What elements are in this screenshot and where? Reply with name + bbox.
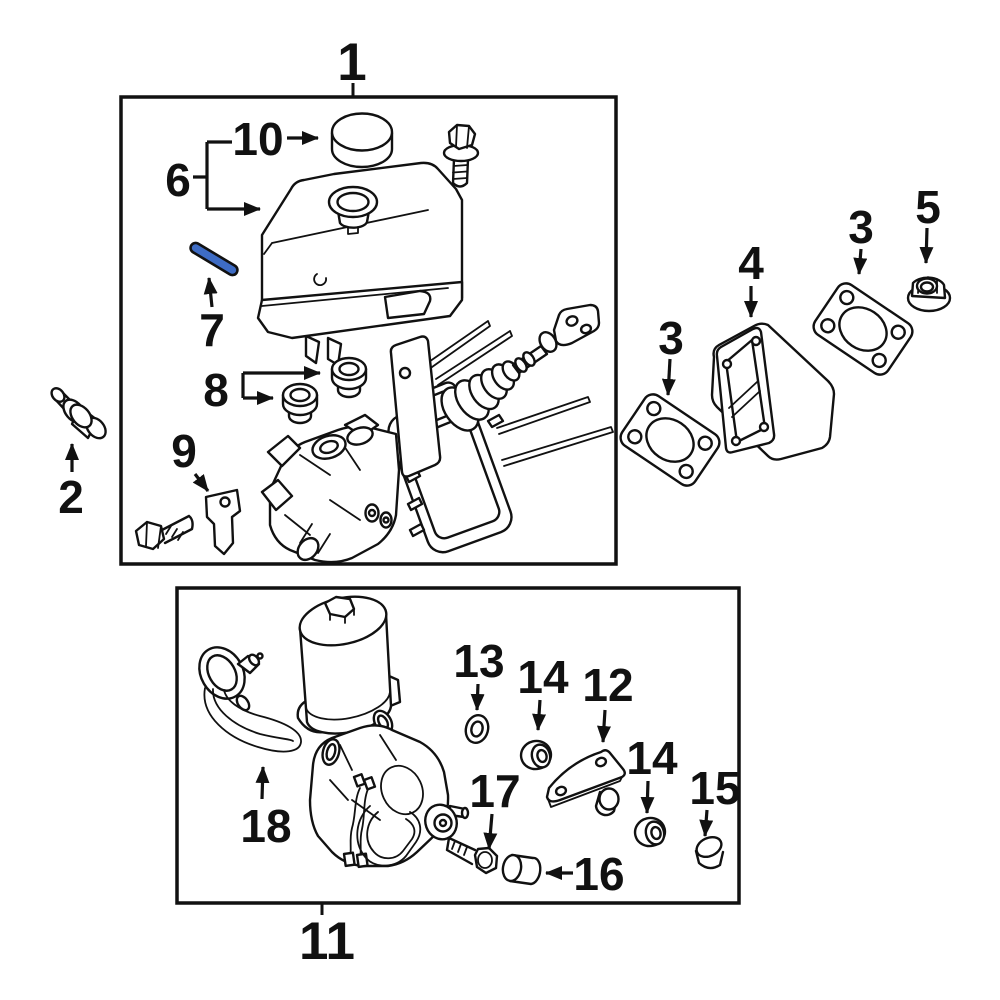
callout-5-arrow [919, 227, 934, 264]
hex-bolt-drawing [134, 514, 194, 551]
callout-3b: 3 [848, 201, 874, 253]
fitting-drawing [50, 387, 107, 440]
callout-7-arrow [203, 277, 218, 308]
callout-14b: 14 [626, 732, 678, 784]
callout-18-arrow [255, 766, 270, 800]
bushing-lower [630, 813, 670, 851]
spacer-block-drawing [710, 322, 836, 461]
cap-15-drawing [694, 835, 725, 870]
callout-8: 8 [203, 364, 229, 416]
callout-4: 4 [738, 237, 764, 289]
reservoir-cap-drawing [330, 112, 394, 169]
gasket-right-drawing [808, 278, 918, 380]
callout-9: 9 [171, 425, 197, 477]
bushing-upper [516, 736, 556, 774]
callout-3a-arrow [661, 358, 676, 396]
gasket-left-drawing [615, 389, 725, 491]
callout-15: 15 [689, 762, 740, 814]
callout-2: 2 [58, 471, 84, 523]
callout-1: 1 [337, 33, 366, 92]
callout-18: 18 [240, 800, 291, 852]
callout-14b-arrow [640, 780, 655, 814]
callout-5: 5 [915, 181, 941, 233]
bracket-drawing [204, 488, 242, 556]
callout-13-arrow [470, 683, 485, 711]
master-cylinder-assembly-drawing [260, 303, 614, 564]
callout-12: 12 [582, 659, 633, 711]
callout-11: 11 [299, 912, 355, 971]
bolt-17-drawing [445, 836, 499, 875]
callout-12-arrow [597, 709, 611, 743]
callout-10: 10 [232, 113, 283, 165]
callout-14a: 14 [517, 651, 569, 703]
callout-6-bracket [193, 140, 232, 209]
callout-9-arrow [192, 473, 210, 492]
lower-assembly-box [175, 586, 741, 905]
flange-nut-drawing [906, 276, 952, 313]
grommet-upper [330, 356, 368, 399]
triangle-bracket-drawing [545, 749, 626, 817]
callout-arrows [65, 131, 934, 880]
reservoir-pin-highlighted [189, 241, 239, 277]
callout-17: 17 [469, 765, 520, 817]
callout-16: 16 [573, 848, 624, 900]
callout-6: 6 [165, 154, 191, 206]
callout-17-arrow [483, 813, 498, 850]
callout-13: 13 [453, 635, 504, 687]
callout-7: 7 [199, 304, 225, 356]
plug-16-drawing [501, 853, 542, 886]
washer-drawing [464, 713, 490, 745]
grommet-lower [281, 382, 319, 425]
abs-actuator-drawing [296, 595, 470, 869]
callout-3a: 3 [658, 312, 684, 364]
upper-assembly-box [119, 95, 618, 566]
flange-bolt-drawing [442, 123, 480, 188]
reservoir-drawing [256, 161, 464, 367]
callout-15-arrow [699, 809, 714, 837]
callout-3b-arrow [853, 248, 868, 275]
callout-14a-arrow [532, 699, 547, 731]
harness-drawing [198, 646, 302, 753]
